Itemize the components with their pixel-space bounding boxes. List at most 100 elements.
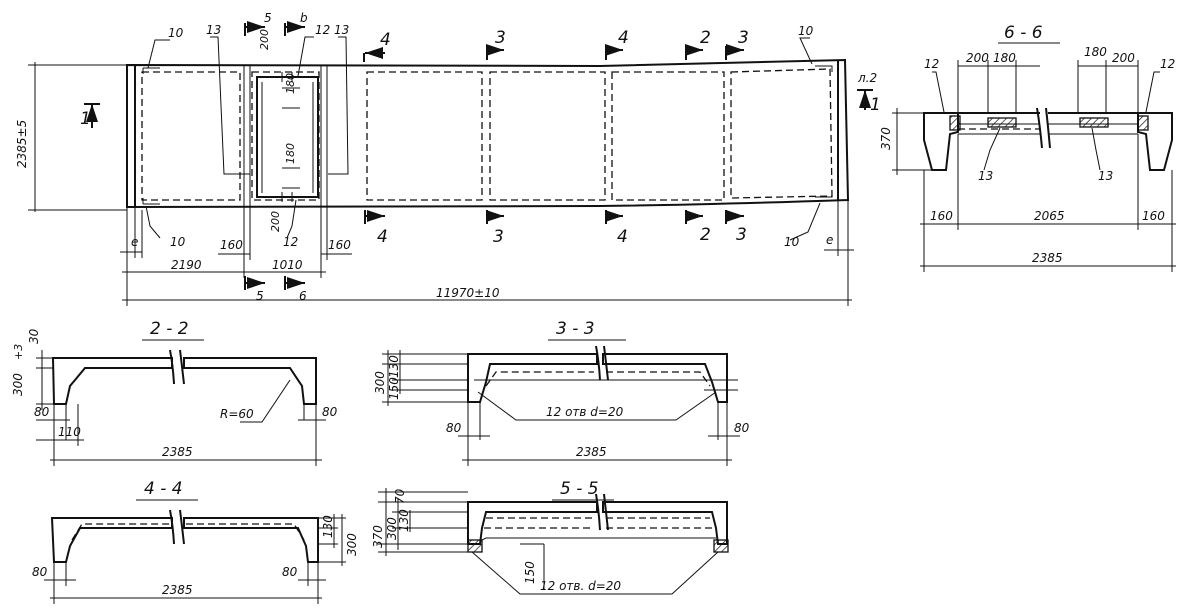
dim-160-l: 160 bbox=[930, 209, 953, 223]
slab-outline bbox=[126, 58, 850, 209]
label-12: 12 bbox=[924, 57, 939, 71]
dim-130: 130 bbox=[321, 515, 335, 538]
dim-130: 130 bbox=[387, 355, 401, 378]
dim-80-r: 80 bbox=[734, 421, 750, 435]
dim-80-l: 80 bbox=[446, 421, 462, 435]
cut-3-top: 3 bbox=[738, 28, 749, 48]
dim-2385: 2385 bbox=[162, 445, 193, 459]
dim-200-b: 200 bbox=[1112, 51, 1135, 65]
label-10: 10 bbox=[170, 235, 186, 249]
dim-1010: 1010 bbox=[272, 258, 303, 272]
opening bbox=[256, 76, 319, 198]
section-2-2: 2 - 2 30 300 +3 80 110 80 2385 R=60 bbox=[11, 319, 338, 466]
panel-dashed bbox=[489, 71, 606, 201]
holes-label: 12 отв. d=20 bbox=[540, 579, 621, 593]
dim-80-r: 80 bbox=[322, 405, 338, 419]
dim-70: 70 bbox=[393, 488, 407, 504]
plate-10 bbox=[142, 198, 160, 205]
section-6-6: 6 - 6 200 180 180 200 12 12 13 13 370 16… bbox=[879, 23, 1176, 272]
ref-sheet-2: л.2 bbox=[857, 71, 877, 85]
cut-3-bottom: 3 bbox=[736, 225, 747, 245]
label-12: 12 bbox=[315, 23, 330, 37]
dim-300-tol: +3 bbox=[12, 344, 25, 360]
dim-2385: 2385 bbox=[576, 445, 607, 459]
dim-180-top: 180 bbox=[284, 73, 297, 94]
dim-2065: 2065 bbox=[1034, 209, 1065, 223]
plate-10 bbox=[815, 65, 833, 72]
section-4-4: 4 - 4 130 300 80 80 2385 bbox=[32, 479, 359, 604]
cut-4-top: 4 bbox=[380, 30, 391, 50]
cut-1-left: 1 bbox=[80, 109, 91, 129]
cut-1-right: 1 bbox=[870, 95, 881, 115]
plan-view: 200 180 180 200 10 13 12 13 10 10 12 10 … bbox=[15, 11, 881, 306]
dim-width: 2385±5 bbox=[15, 120, 29, 168]
label-12: 12 bbox=[1160, 57, 1175, 71]
dim-2385: 2385 bbox=[1032, 251, 1063, 265]
label-13: 13 bbox=[978, 169, 993, 183]
dim-150: 150 bbox=[523, 561, 537, 584]
cut-4-top: 4 bbox=[618, 28, 629, 48]
cut-4-bottom: 4 bbox=[617, 227, 628, 247]
cut-2-top: 2 bbox=[700, 28, 711, 48]
dim-e-right: e bbox=[826, 233, 833, 247]
cut-5-top: 5 bbox=[264, 11, 272, 25]
dim-80-l: 80 bbox=[34, 405, 50, 419]
dim-160-left: 160 bbox=[220, 238, 243, 252]
dim-160-right: 160 bbox=[328, 238, 351, 252]
label-13: 13 bbox=[206, 23, 221, 37]
cut-3-top: 3 bbox=[495, 28, 506, 48]
section-5-5: 5 - 5 12 отв. d=20 150 370 300 130 70 bbox=[371, 479, 729, 595]
dim-160-r: 160 bbox=[1142, 209, 1165, 223]
label-10: 10 bbox=[168, 26, 184, 40]
cut-b-top: b bbox=[300, 11, 308, 25]
section-2-2-title: 2 - 2 bbox=[150, 319, 189, 339]
cut-6-bottom: 6 bbox=[299, 289, 307, 303]
plate-10 bbox=[815, 191, 833, 198]
cut-4-bottom: 4 bbox=[377, 227, 388, 247]
section-4-4-title: 4 - 4 bbox=[144, 479, 183, 499]
plate-10 bbox=[142, 67, 160, 74]
label-13: 13 bbox=[1098, 169, 1113, 183]
dim-80-r: 80 bbox=[282, 565, 298, 579]
panel-dashed bbox=[251, 71, 320, 201]
opening-inner bbox=[261, 82, 314, 193]
dim-2385: 2385 bbox=[162, 583, 193, 597]
dim-370: 370 bbox=[371, 525, 385, 548]
section-3-3-title: 3 - 3 bbox=[556, 319, 595, 339]
section-3-3: 3 - 3 12 отв d=20 300 130 150 80 80 2385 bbox=[373, 319, 750, 466]
dim-300: 300 bbox=[373, 371, 387, 394]
holes-label: 12 отв d=20 bbox=[546, 405, 624, 419]
dim-300: 300 bbox=[11, 373, 25, 396]
dim-300: 300 bbox=[385, 517, 399, 540]
dim-2190: 2190 bbox=[171, 258, 202, 272]
dim-80-l: 80 bbox=[32, 565, 48, 579]
dim-150: 150 bbox=[387, 377, 401, 400]
dim-200-bottom: 200 bbox=[269, 211, 282, 232]
cut-3-bottom: 3 bbox=[493, 227, 504, 247]
dim-overall-length: 11970±10 bbox=[436, 286, 500, 300]
label-12: 12 bbox=[283, 235, 298, 249]
dim-30: 30 bbox=[27, 328, 41, 344]
section-6-6-title: 6 - 6 bbox=[1004, 23, 1043, 43]
dim-130: 130 bbox=[397, 509, 411, 532]
panel-dashed bbox=[730, 68, 833, 199]
cut-5-bottom: 5 bbox=[256, 289, 264, 303]
section-5-5-title: 5 - 5 bbox=[560, 479, 599, 499]
label-10: 10 bbox=[798, 24, 814, 38]
cut-2-bottom: 2 bbox=[700, 225, 711, 245]
cut-markers-bottom: 4 3 4 2 3 5 6 bbox=[244, 210, 747, 303]
label-13: 13 bbox=[334, 23, 349, 37]
dim-200-top: 200 bbox=[258, 29, 271, 50]
dim-200-a: 200 bbox=[966, 51, 989, 65]
dim-370: 370 bbox=[879, 127, 893, 150]
dim-110: 110 bbox=[58, 425, 81, 439]
panel-dashed bbox=[366, 71, 483, 201]
dim-180-bottom: 180 bbox=[284, 143, 297, 164]
panel-dashed bbox=[141, 71, 241, 201]
cut-markers-top: 4 3 4 2 3 5 b bbox=[244, 11, 749, 62]
dim-e-left: e bbox=[131, 235, 138, 249]
dim-300: 300 bbox=[345, 533, 359, 556]
panel-dashed bbox=[611, 71, 725, 201]
dim-180-b: 180 bbox=[1084, 45, 1107, 59]
